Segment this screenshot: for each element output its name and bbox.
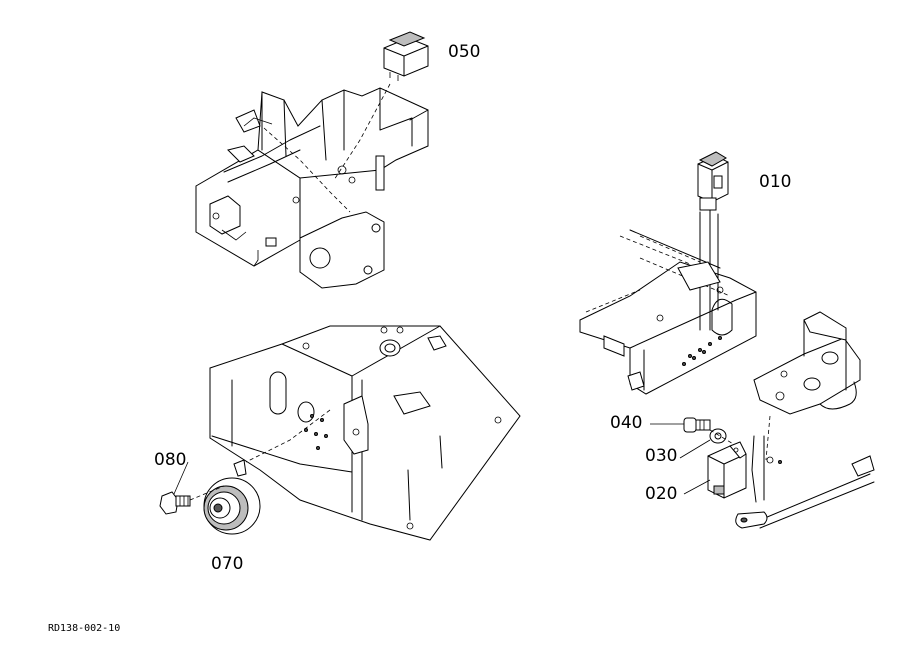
leader-lines [173, 423, 711, 495]
part-050-relay [383, 31, 429, 81]
right-bracket-and-rod [735, 311, 875, 529]
callout-050: 050 [448, 42, 481, 62]
callout-080: 080 [154, 450, 187, 470]
lower-mounting-plate [209, 325, 521, 541]
callout-070: 070 [211, 554, 244, 574]
part-020-flasher [707, 441, 747, 499]
callout-040: 040 [610, 413, 643, 433]
callout-010: 010 [759, 172, 792, 192]
part-070-horn [203, 459, 261, 535]
right-frame-assembly [579, 209, 757, 395]
part-010-connector [697, 151, 729, 211]
part-040-bolt [683, 417, 711, 433]
part-080-bolt [159, 485, 225, 515]
upper-frame-assembly [195, 83, 429, 289]
callout-030: 030 [645, 446, 678, 466]
drawing-reference: RD138-002-10 [48, 623, 121, 634]
callout-020: 020 [645, 484, 678, 504]
